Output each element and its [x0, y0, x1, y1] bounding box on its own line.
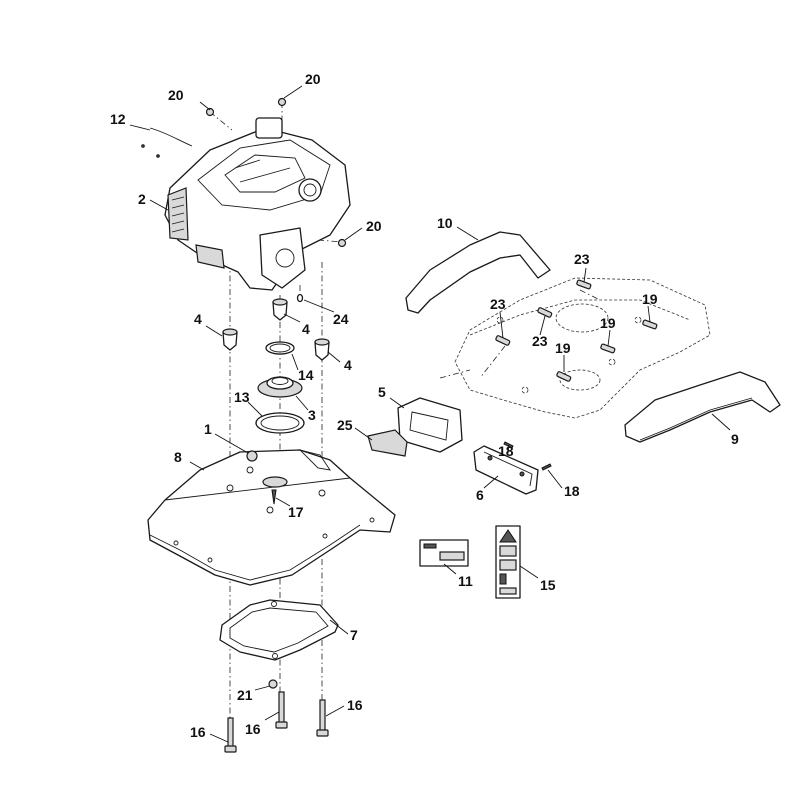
callout-labels: 20 20 20 12 2 4 4 4 24 14 3 13 1 8 17 7 … [110, 71, 739, 740]
chassis-outline [454, 277, 711, 419]
panel-parts [367, 397, 463, 457]
sticker-labels [419, 525, 521, 599]
screw-17 [271, 489, 277, 505]
bolt-16b [278, 691, 285, 725]
callout-15: 15 [540, 577, 556, 593]
throttle-cable [149, 127, 193, 147]
nut-20a [205, 107, 215, 117]
grip-handles [405, 231, 781, 443]
callout-10: 10 [437, 215, 453, 231]
carry-handle [255, 117, 283, 139]
fuel-cap [298, 178, 322, 202]
engine-assembly [141, 117, 351, 291]
seal-rings [255, 341, 305, 434]
callout-3: 3 [308, 407, 316, 423]
nut-21 [268, 679, 278, 689]
washer-24 [296, 293, 304, 303]
cover-5 [397, 397, 463, 453]
bolt-16a [227, 717, 234, 749]
callout-11: 11 [458, 573, 473, 589]
callout-7: 7 [350, 627, 358, 643]
callout-1: 1 [204, 421, 212, 437]
callout-2: 2 [138, 191, 146, 207]
handle-10 [405, 231, 551, 314]
callout-12: 12 [110, 111, 126, 127]
callout-20: 20 [168, 87, 184, 103]
callout-19: 19 [642, 291, 658, 307]
starter-housing [259, 227, 306, 289]
plug-1 [246, 450, 258, 462]
gasket-frame [219, 599, 339, 661]
callout-19: 19 [600, 315, 616, 331]
chassis-bolts [495, 279, 658, 382]
callout-17: 17 [288, 504, 304, 520]
callout-18: 18 [564, 483, 580, 499]
callout-5: 5 [378, 384, 386, 400]
callout-16: 16 [347, 697, 363, 713]
callout-4: 4 [344, 357, 352, 373]
callout-21: 21 [237, 687, 253, 703]
bolts [224, 679, 329, 753]
callout-4: 4 [302, 321, 310, 337]
bolt-16c [319, 699, 326, 733]
deck-housing [147, 449, 396, 586]
callout-23: 23 [574, 251, 590, 267]
callout-16: 16 [245, 721, 261, 737]
top-fasteners [205, 97, 347, 303]
callout-8: 8 [174, 449, 182, 465]
callout-25: 25 [337, 417, 353, 433]
pad-25 [367, 429, 408, 457]
nut-20b [277, 97, 287, 107]
leader-lines [129, 85, 731, 743]
callout-20: 20 [366, 218, 382, 234]
callout-20: 20 [305, 71, 321, 87]
callout-23: 23 [532, 333, 548, 349]
callout-16: 16 [190, 724, 206, 740]
callout-24: 24 [333, 311, 349, 327]
nut-20c [337, 238, 347, 248]
callout-6: 6 [476, 487, 484, 503]
callout-14: 14 [298, 367, 314, 383]
callout-23: 23 [490, 296, 506, 312]
callout-19: 19 [555, 340, 571, 356]
callout-4: 4 [194, 311, 202, 327]
callout-9: 9 [731, 431, 739, 447]
callout-18: 18 [498, 443, 514, 459]
cooling-fins [167, 187, 189, 241]
switch-assembly [473, 441, 552, 495]
callout-13: 13 [234, 389, 250, 405]
rubber-mounts [222, 298, 330, 361]
handle-9 [624, 371, 781, 443]
